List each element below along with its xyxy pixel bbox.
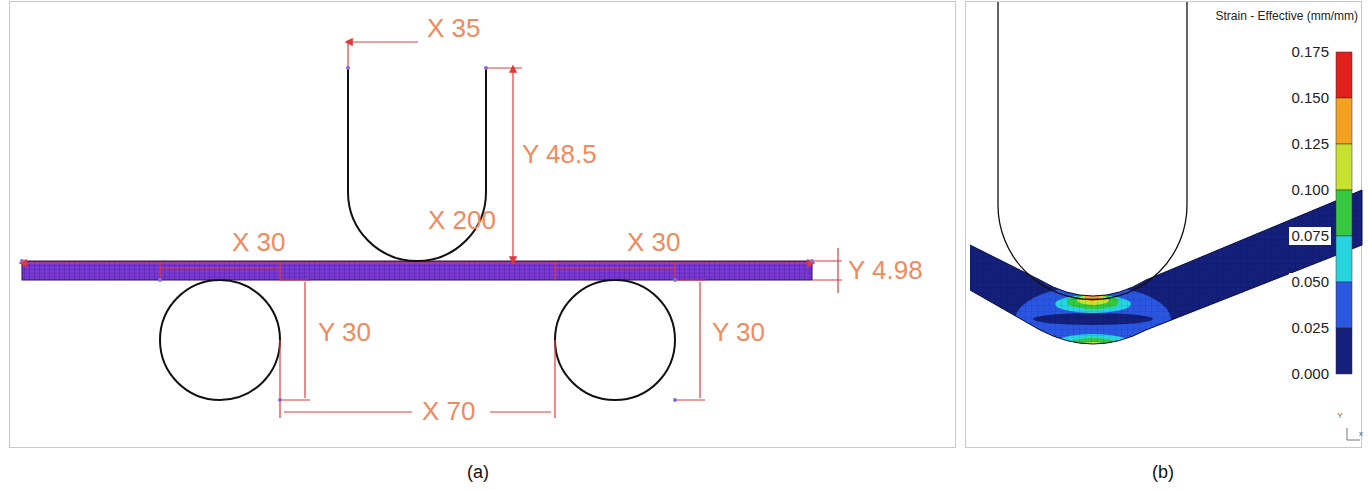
dimension-points [20,66,814,402]
dimension-line [160,262,280,280]
dimension-label: Y 30 [712,318,765,348]
colour-bar-tick: 0.075 [1289,227,1331,244]
strain-contour [965,150,1365,400]
dimension-label: X 30 [627,228,681,258]
dimension-line [555,262,675,280]
axis-label: Y [1337,411,1342,420]
panel-frame [10,2,956,448]
colour-bar [1336,52,1352,374]
dimension-label: Y 30 [318,318,371,348]
dimension-label: X 35 [427,14,481,44]
axis-label: x [1359,429,1363,438]
dimension-line [812,248,842,293]
colour-bar-tick: 0.100 [1289,181,1331,198]
sheet-mesh [22,261,812,280]
panel-label: (a) [467,462,489,483]
extension-line [486,67,522,68]
colour-bar-title: Strain - Effective (mm/mm) [1216,10,1358,24]
colour-bar-tick: 0.050 [1289,273,1331,290]
panel-label: (b) [1152,462,1174,483]
dimension-line [284,411,551,412]
colour-bar-tick: 0.000 [1289,365,1331,382]
dimension-label: Y 48.5 [522,140,597,170]
dimension-line [352,41,418,42]
colour-bar-tick: 0.025 [1289,319,1331,336]
colour-bar-tick: 0.125 [1289,135,1331,152]
axis-triad [1347,428,1360,440]
extension-line [347,40,348,68]
dimension-label: X 70 [422,397,476,427]
dimension-line [675,280,705,400]
dimension-line [512,72,513,257]
dimension-label: X 30 [232,228,286,258]
extension-line [280,340,555,418]
colour-bar-tick: 0.175 [1289,43,1331,60]
colour-bar-tick: 0.150 [1289,89,1331,106]
dimension-line [280,280,310,400]
dimension-line [26,262,808,263]
strip-outline [970,190,1362,344]
dimension-lines [26,40,842,418]
dimension-label: X 200 [428,206,496,236]
roller-die [160,280,280,400]
dimension-label: Y 4.98 [848,256,923,286]
punch-outline [998,2,1187,299]
roller-die [555,280,675,400]
